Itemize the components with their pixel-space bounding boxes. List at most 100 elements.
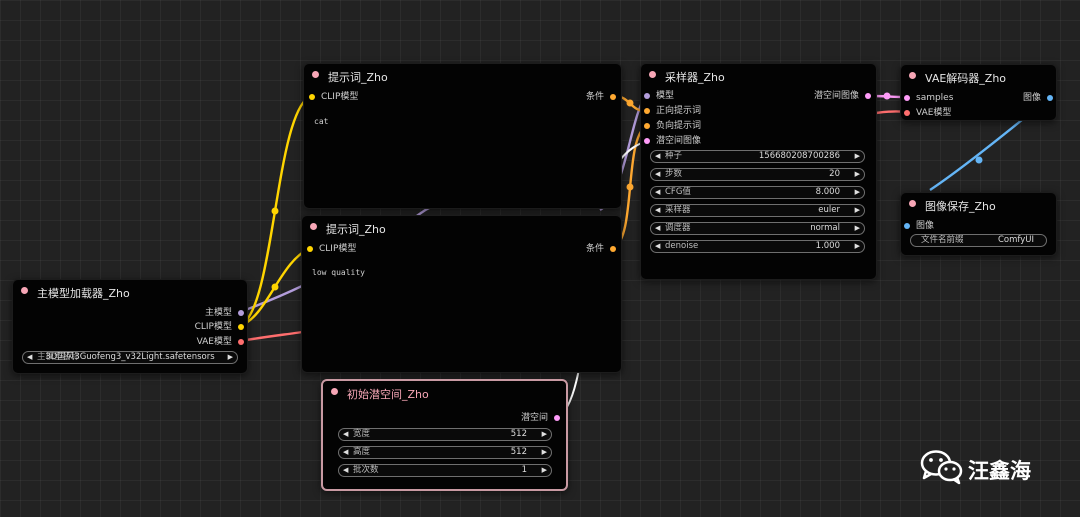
slot-latent-output[interactable]: 潜空间图像 bbox=[814, 91, 871, 102]
node-model-loader[interactable]: 主模型加载器_Zho 主模型 CLIP模型 VAE模型 ◀ 主模型名称 3D国风… bbox=[12, 279, 248, 374]
decrement-arrow-icon[interactable]: ◀ bbox=[655, 242, 661, 250]
checkpoint-select[interactable]: ◀ 主模型名称 3D国风3Guofeng3_v32Light.safetenso… bbox=[22, 351, 238, 364]
node-status-dot bbox=[310, 223, 317, 230]
slot-label: 图像 bbox=[1022, 93, 1041, 103]
denoise-widget[interactable]: ◀ denoise 1.000 ▶ bbox=[650, 240, 865, 253]
increment-arrow-icon[interactable]: ▶ bbox=[854, 206, 860, 214]
slot-label: VAE模型 bbox=[196, 337, 232, 347]
slot-conditioning-output[interactable]: 条件 bbox=[586, 92, 616, 103]
decrement-arrow-icon[interactable]: ◀ bbox=[655, 188, 661, 196]
slot-dot bbox=[554, 415, 560, 421]
slot-clip-input[interactable]: CLIP模型 bbox=[307, 244, 356, 255]
widget-label: 采样器 bbox=[665, 205, 691, 215]
widget-label: 高度 bbox=[353, 447, 371, 457]
node-header[interactable]: 采样器_Zho bbox=[641, 64, 876, 88]
decrement-arrow-icon[interactable]: ◀ bbox=[655, 224, 661, 232]
increment-arrow-icon[interactable]: ▶ bbox=[227, 353, 233, 361]
height-widget[interactable]: ◀ 高度 512 ▶ bbox=[338, 446, 552, 459]
widget-value: 20 bbox=[829, 169, 840, 179]
node-header[interactable]: VAE解码器_Zho bbox=[901, 65, 1056, 89]
slot-dot bbox=[238, 324, 244, 330]
slot-latent-output[interactable]: 潜空间 bbox=[521, 413, 560, 424]
slot-negative-input[interactable]: 负向提示词 bbox=[644, 121, 701, 132]
decrement-arrow-icon[interactable]: ◀ bbox=[655, 170, 661, 178]
steps-widget[interactable]: ◀ 步数 20 ▶ bbox=[650, 168, 865, 181]
node-header[interactable]: 图像保存_Zho bbox=[901, 193, 1056, 217]
slot-dot bbox=[1047, 95, 1053, 101]
node-header[interactable]: 主模型加载器_Zho bbox=[13, 280, 247, 304]
link-midpoint bbox=[271, 207, 279, 215]
slot-dot bbox=[644, 108, 650, 114]
slot-model-input[interactable]: 模型 bbox=[644, 91, 674, 102]
batch-size-widget[interactable]: ◀ 批次数 1 ▶ bbox=[338, 464, 552, 477]
widget-label: 批次数 bbox=[353, 465, 379, 475]
slot-label: 图像 bbox=[916, 221, 935, 231]
filename-prefix-input[interactable]: 文件名前缀 ComfyUI bbox=[910, 234, 1047, 247]
node-title: 采样器_Zho bbox=[665, 71, 725, 84]
slot-label: 条件 bbox=[585, 92, 604, 102]
slot-label: CLIP模型 bbox=[321, 92, 359, 102]
slot-dot bbox=[309, 94, 315, 100]
prompt-text-area[interactable]: cat bbox=[314, 117, 329, 126]
slot-positive-input[interactable]: 正向提示词 bbox=[644, 106, 701, 117]
node-header[interactable]: 提示词_Zho bbox=[304, 64, 621, 88]
slot-dot bbox=[238, 310, 244, 316]
slot-model-output[interactable]: 主模型 bbox=[205, 308, 244, 319]
slot-dot bbox=[307, 246, 313, 252]
node-header[interactable]: 提示词_Zho bbox=[302, 216, 621, 240]
increment-arrow-icon[interactable]: ▶ bbox=[854, 188, 860, 196]
slot-vae-output[interactable]: VAE模型 bbox=[197, 337, 244, 348]
slot-vae-input[interactable]: VAE模型 bbox=[904, 108, 951, 119]
slot-clip-output[interactable]: CLIP模型 bbox=[195, 322, 244, 333]
slot-label: 正向提示词 bbox=[656, 106, 702, 116]
slot-label: 潜空间图像 bbox=[813, 91, 859, 101]
slot-latent-input[interactable]: 潜空间图像 bbox=[644, 136, 701, 147]
decrement-arrow-icon[interactable]: ◀ bbox=[655, 152, 661, 160]
widget-value: 1 bbox=[521, 465, 527, 475]
decrement-arrow-icon[interactable]: ◀ bbox=[27, 353, 33, 361]
node-prompt-positive[interactable]: 提示词_Zho CLIP模型 条件 cat bbox=[303, 63, 622, 209]
decrement-arrow-icon[interactable]: ◀ bbox=[343, 430, 349, 438]
node-title: 主模型加载器_Zho bbox=[37, 287, 130, 300]
cfg-widget[interactable]: ◀ CFG值 8.000 ▶ bbox=[650, 186, 865, 199]
node-image-save[interactable]: 图像保存_Zho 图像 文件名前缀 ComfyUI bbox=[900, 192, 1057, 256]
increment-arrow-icon[interactable]: ▶ bbox=[541, 466, 547, 474]
decrement-arrow-icon[interactable]: ◀ bbox=[655, 206, 661, 214]
increment-arrow-icon[interactable]: ▶ bbox=[854, 242, 860, 250]
link-midpoint bbox=[883, 92, 891, 100]
width-widget[interactable]: ◀ 宽度 512 ▶ bbox=[338, 428, 552, 441]
node-sampler[interactable]: 采样器_Zho 模型 正向提示词 负向提示词 潜空间图像 潜空间图像 ◀ 种子 … bbox=[640, 63, 877, 280]
slot-label: samples bbox=[916, 93, 954, 103]
increment-arrow-icon[interactable]: ▶ bbox=[854, 152, 860, 160]
seed-widget[interactable]: ◀ 种子 156680208700286 ▶ bbox=[650, 150, 865, 163]
node-status-dot bbox=[331, 388, 338, 395]
node-status-dot bbox=[649, 71, 656, 78]
watermark-text: 汪鑫海 bbox=[968, 459, 1031, 483]
sampler-name-widget[interactable]: ◀ 采样器 euler ▶ bbox=[650, 204, 865, 217]
node-vae-decoder[interactable]: VAE解码器_Zho samples VAE模型 图像 bbox=[900, 64, 1057, 121]
slot-dot bbox=[610, 246, 616, 252]
slot-image-output[interactable]: 图像 bbox=[1023, 93, 1053, 104]
increment-arrow-icon[interactable]: ▶ bbox=[854, 224, 860, 232]
widget-label: 调度器 bbox=[665, 223, 691, 233]
node-prompt-negative[interactable]: 提示词_Zho CLIP模型 条件 low quality bbox=[301, 215, 622, 373]
scheduler-widget[interactable]: ◀ 调度器 normal ▶ bbox=[650, 222, 865, 235]
increment-arrow-icon[interactable]: ▶ bbox=[541, 448, 547, 456]
slot-conditioning-output[interactable]: 条件 bbox=[586, 244, 616, 255]
slot-dot bbox=[904, 223, 910, 229]
watermark: 汪鑫海 bbox=[920, 449, 1031, 489]
decrement-arrow-icon[interactable]: ◀ bbox=[343, 466, 349, 474]
prompt-text-area[interactable]: low quality bbox=[312, 268, 365, 277]
slot-image-input[interactable]: 图像 bbox=[904, 221, 934, 232]
wechat-icon bbox=[920, 450, 963, 485]
slot-label: 潜空间 bbox=[520, 413, 548, 423]
decrement-arrow-icon[interactable]: ◀ bbox=[343, 448, 349, 456]
node-header[interactable]: 初始潜空间_Zho bbox=[323, 381, 566, 405]
slot-clip-input[interactable]: CLIP模型 bbox=[309, 92, 358, 103]
slot-samples-input[interactable]: samples bbox=[904, 93, 953, 104]
node-empty-latent[interactable]: 初始潜空间_Zho 潜空间 ◀ 宽度 512 ▶ ◀ 高度 512 ▶ ◀ 批次… bbox=[321, 379, 568, 491]
increment-arrow-icon[interactable]: ▶ bbox=[541, 430, 547, 438]
increment-arrow-icon[interactable]: ▶ bbox=[854, 170, 860, 178]
node-status-dot bbox=[909, 72, 916, 79]
node-status-dot bbox=[21, 287, 28, 294]
